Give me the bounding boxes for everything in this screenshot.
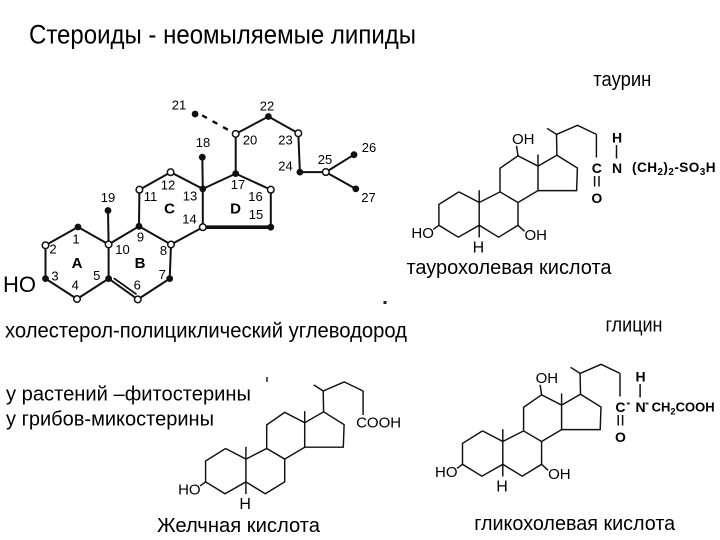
svg-text:O: O bbox=[615, 429, 626, 445]
svg-text:7: 7 bbox=[159, 267, 166, 282]
svg-text:1: 1 bbox=[72, 231, 79, 246]
svg-text:10: 10 bbox=[115, 242, 129, 257]
svg-text:глицин: глицин bbox=[606, 315, 663, 337]
svg-text:D: D bbox=[230, 201, 241, 218]
svg-text:6: 6 bbox=[134, 278, 141, 293]
svg-text:HO: HO bbox=[3, 272, 36, 297]
svg-text:24: 24 bbox=[278, 159, 292, 174]
svg-text:13: 13 bbox=[183, 189, 197, 204]
svg-text:H: H bbox=[612, 130, 622, 146]
svg-text:17: 17 bbox=[231, 177, 245, 192]
svg-text:C: C bbox=[164, 201, 175, 218]
svg-text:20: 20 bbox=[243, 133, 257, 148]
svg-text:22: 22 bbox=[260, 99, 274, 114]
svg-text:25: 25 bbox=[318, 152, 332, 167]
svg-text:HO: HO bbox=[178, 482, 201, 499]
svg-text:C: C bbox=[615, 399, 625, 415]
svg-text:у растений –фитостерины: у растений –фитостерины bbox=[6, 384, 251, 406]
svg-text:12: 12 bbox=[161, 178, 175, 193]
svg-text:таурохолевая кислота: таурохолевая кислота bbox=[407, 257, 613, 279]
svg-text:A: A bbox=[72, 255, 83, 272]
svg-text:H: H bbox=[239, 496, 251, 513]
svg-text:OH: OH bbox=[548, 466, 571, 483]
svg-text:11: 11 bbox=[144, 189, 158, 204]
svg-text:16: 16 bbox=[248, 189, 262, 204]
svg-text:26: 26 bbox=[362, 140, 376, 155]
svg-text:у грибов-микостерины: у грибов-микостерины bbox=[6, 409, 214, 431]
svg-text:23: 23 bbox=[278, 133, 292, 148]
svg-text:19: 19 bbox=[101, 190, 115, 205]
svg-text:OH: OH bbox=[525, 227, 548, 244]
svg-text:2: 2 bbox=[49, 241, 56, 256]
svg-text:4: 4 bbox=[72, 278, 79, 293]
svg-text:Желчная кислота: Желчная кислота bbox=[157, 515, 321, 537]
svg-text:27: 27 bbox=[361, 190, 375, 205]
svg-text:H: H bbox=[496, 478, 508, 495]
svg-text:B: B bbox=[135, 255, 146, 272]
svg-text:холестерол-полициклический угл: холестерол-полициклический углеводород bbox=[5, 320, 407, 343]
svg-text:HO: HO bbox=[435, 464, 458, 481]
svg-text:COOH: COOH bbox=[356, 415, 401, 432]
svg-text:O: O bbox=[591, 190, 602, 206]
svg-text:8: 8 bbox=[160, 243, 167, 258]
svg-text:гликохолевая кислота: гликохолевая кислота bbox=[474, 513, 676, 535]
svg-text:3: 3 bbox=[51, 268, 58, 283]
svg-text:15: 15 bbox=[249, 207, 263, 222]
svg-text:H: H bbox=[473, 239, 485, 256]
svg-text:таурин: таурин bbox=[593, 69, 651, 91]
svg-text:Стероиды - неомыляемые липиды: Стероиды - неомыляемые липиды bbox=[29, 19, 416, 49]
svg-text:OH: OH bbox=[536, 370, 559, 387]
svg-text:OH: OH bbox=[512, 131, 535, 148]
svg-text:N: N bbox=[612, 160, 622, 176]
svg-text:9: 9 bbox=[137, 230, 144, 245]
svg-text:CH2​COOH: CH2​COOH bbox=[652, 400, 715, 417]
svg-text:14: 14 bbox=[182, 212, 196, 227]
svg-text:N: N bbox=[636, 399, 646, 415]
svg-text:21: 21 bbox=[172, 98, 186, 113]
svg-text:(CH2​)2​-SO3​H: (CH2​)2​-SO3​H bbox=[632, 160, 716, 178]
svg-text:HO: HO bbox=[411, 225, 434, 242]
svg-text:C: C bbox=[592, 160, 602, 176]
svg-text:5: 5 bbox=[93, 268, 100, 283]
svg-text:H: H bbox=[636, 369, 646, 385]
svg-text:18: 18 bbox=[196, 135, 210, 150]
